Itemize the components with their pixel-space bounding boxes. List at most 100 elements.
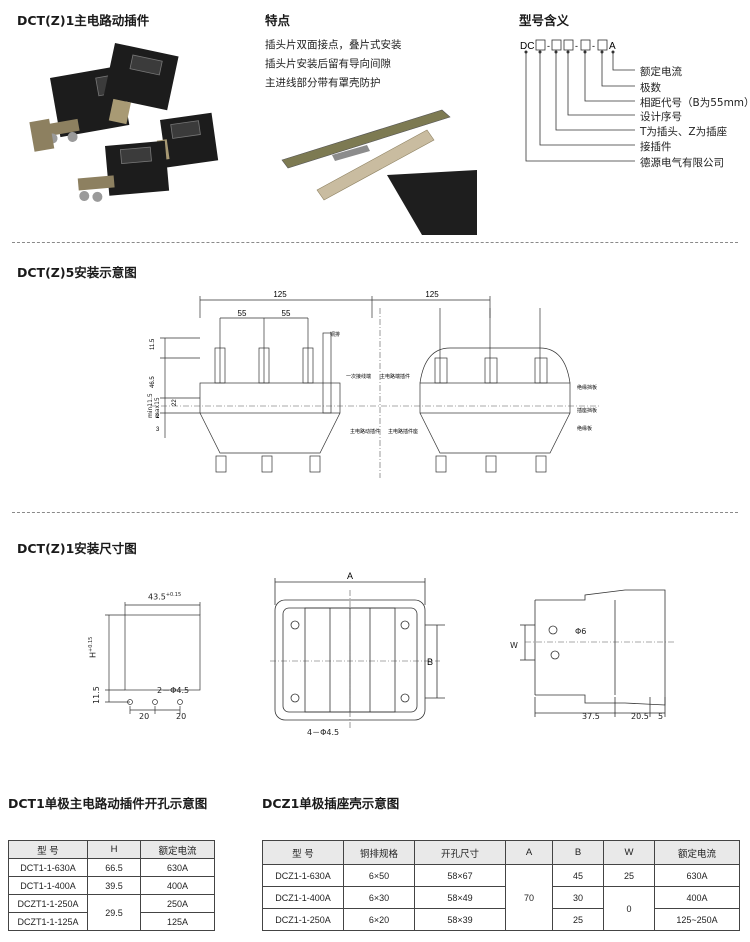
dim-20-5: 20.5: [631, 712, 649, 721]
features-title: 特点: [265, 13, 291, 28]
cell-model: DCZT1-1-250A: [8, 894, 88, 913]
holes-2: 2－Φ4.5: [157, 686, 190, 695]
dim-3: 3: [156, 427, 160, 433]
cell-model: DCZT1-1-125A: [8, 912, 88, 931]
table1-header: H: [87, 840, 141, 859]
dim-22: 22: [172, 399, 178, 406]
model-code-a: A: [609, 41, 616, 52]
side-drawing: [520, 589, 675, 717]
cell-current: 400A: [654, 886, 740, 909]
dim-55-a: 55: [238, 309, 247, 318]
cell-model: DCT1-1-400A: [8, 876, 88, 895]
feature-item: 插头片双面接点，叠片式安装: [265, 39, 402, 51]
model-label: T为插头、Z为插座: [640, 126, 728, 138]
model-label: 额定电流: [640, 66, 682, 78]
dim-h: H+0.15: [88, 636, 98, 658]
table2: 型 号 铜排规格 开孔尺寸 A B W 额定电流 DCZ1-1-630A 6×5…: [262, 840, 740, 931]
product-photo: [29, 43, 219, 202]
label-insulation-baffle: 绝缘挡板: [577, 384, 597, 391]
table2-header: W: [603, 840, 655, 865]
table1-header: 额定电流: [140, 840, 215, 859]
dim-w: W: [510, 641, 518, 650]
dim-5: 5: [658, 712, 664, 721]
dim-55-b: 55: [282, 309, 291, 318]
table1-header: 型 号: [8, 840, 88, 859]
label-socket: 主电路插件座: [388, 428, 418, 435]
cutout-drawing: [105, 602, 201, 714]
table2-header: 铜排规格: [343, 840, 415, 865]
dim-phi6: Φ6: [575, 627, 587, 636]
dim-11-5: 11.5: [150, 338, 156, 350]
install-diagram: 125 125 55 55 11.5 46.5 22 2 3 一次接线端 主电路…: [150, 290, 600, 478]
model-code: DC: [520, 41, 534, 52]
cell-w: 0: [603, 886, 655, 931]
cell-hole: 58×67: [414, 864, 506, 887]
table2-header: 开孔尺寸: [414, 840, 506, 865]
cell-h: 39.5: [87, 876, 141, 895]
label-end-plug: 主电路端插件: [380, 373, 410, 380]
holes-4: 4－Φ4.5: [307, 728, 340, 737]
table-row: DCZT1-1-125A 125A: [8, 912, 215, 931]
table-row: DCZ1-1-400A 6×30 58×49 30 0 400A: [262, 886, 740, 931]
svg-text:-: -: [575, 41, 578, 51]
dim-46-5: 46.5: [150, 376, 156, 388]
dims-title: DCT(Z)1安装尺寸图: [17, 541, 137, 556]
cell-h: 29.5: [87, 894, 141, 931]
table2-header: B: [552, 840, 604, 865]
cell-h: 66.5: [87, 858, 141, 877]
table-row: DCZ1-1-630A 6×50 58×67 70 45 25 630A: [262, 864, 740, 931]
dim-37-5: 37.5: [582, 712, 600, 721]
divider: [12, 242, 738, 243]
dim-20-a: 20: [139, 712, 150, 721]
label-baffle: 插座挡板: [577, 407, 597, 414]
model-label: 相距代号（B为55mm）: [640, 97, 750, 109]
feature-item: 插头片安装后留有导向间隙: [265, 58, 391, 70]
cell-a: 70: [505, 864, 553, 931]
cell-w: 25: [603, 864, 655, 887]
table1-title: DCT1单极主电路动插件开孔示意图: [8, 796, 208, 811]
table2-header: A: [505, 840, 553, 865]
cell-model: DCZ1-1-630A: [262, 864, 344, 887]
dim-43-5: 43.5+0.15: [148, 592, 182, 602]
label-moving-plug: 主电路动插件: [350, 428, 380, 435]
dim-a: A: [347, 571, 353, 581]
main-title: DCT(Z)1主电路动插件: [17, 13, 150, 28]
table-row: DCT1-1-630A 66.5 630A: [8, 858, 215, 877]
divider: [12, 512, 738, 513]
model-label: 极数: [640, 82, 661, 94]
label-insulation-plate: 绝缘板: [577, 425, 592, 432]
model-code-diagram: DC - - - A: [520, 39, 635, 162]
feature-item: 主进线部分带有罩壳防护: [265, 77, 381, 89]
cell-copper: 6×30: [343, 886, 415, 909]
dim-2: 2: [156, 414, 160, 420]
model-label: 德源电气有限公司: [640, 157, 724, 169]
cell-copper: 6×50: [343, 864, 415, 887]
svg-text:-: -: [592, 41, 595, 51]
cell-b: 30: [552, 886, 604, 909]
cell-b: 25: [552, 908, 604, 931]
cell-hole: 58×39: [414, 908, 506, 931]
table2-title: DCZ1单极插座壳示意图: [262, 796, 400, 811]
model-title: 型号含义: [519, 13, 570, 28]
dim-min-max: min11.5 max15: [147, 393, 161, 418]
dim-11-5: 11.5: [92, 686, 101, 704]
table-row: DCZ1-1-250A 6×20 58×39 25 125~250A: [262, 908, 740, 931]
cell-current: 125A: [140, 912, 215, 931]
table1: 型 号 H 额定电流 DCT1-1-630A 66.5 630A DCT1-1-…: [8, 840, 215, 931]
cell-model: DCZ1-1-250A: [262, 908, 344, 931]
socket-drawing: A B: [270, 571, 445, 730]
cell-hole: 58×49: [414, 886, 506, 909]
cell-current: 250A: [140, 894, 215, 913]
table2-header: 额定电流: [654, 840, 740, 865]
label-terminal: 一次接线端: [346, 373, 371, 380]
cell-model: DCZ1-1-400A: [262, 886, 344, 909]
label-copper-bar: 铜排: [330, 331, 340, 338]
model-label: 设计序号: [640, 111, 682, 123]
dim-125-a: 125: [273, 290, 287, 299]
cell-model: DCT1-1-630A: [8, 858, 88, 877]
cell-current: 630A: [654, 864, 740, 887]
dim-b: B: [427, 657, 433, 667]
install-title: DCT(Z)5安装示意图: [17, 265, 137, 280]
cell-copper: 6×20: [343, 908, 415, 931]
cell-current: 125~250A: [654, 908, 740, 931]
